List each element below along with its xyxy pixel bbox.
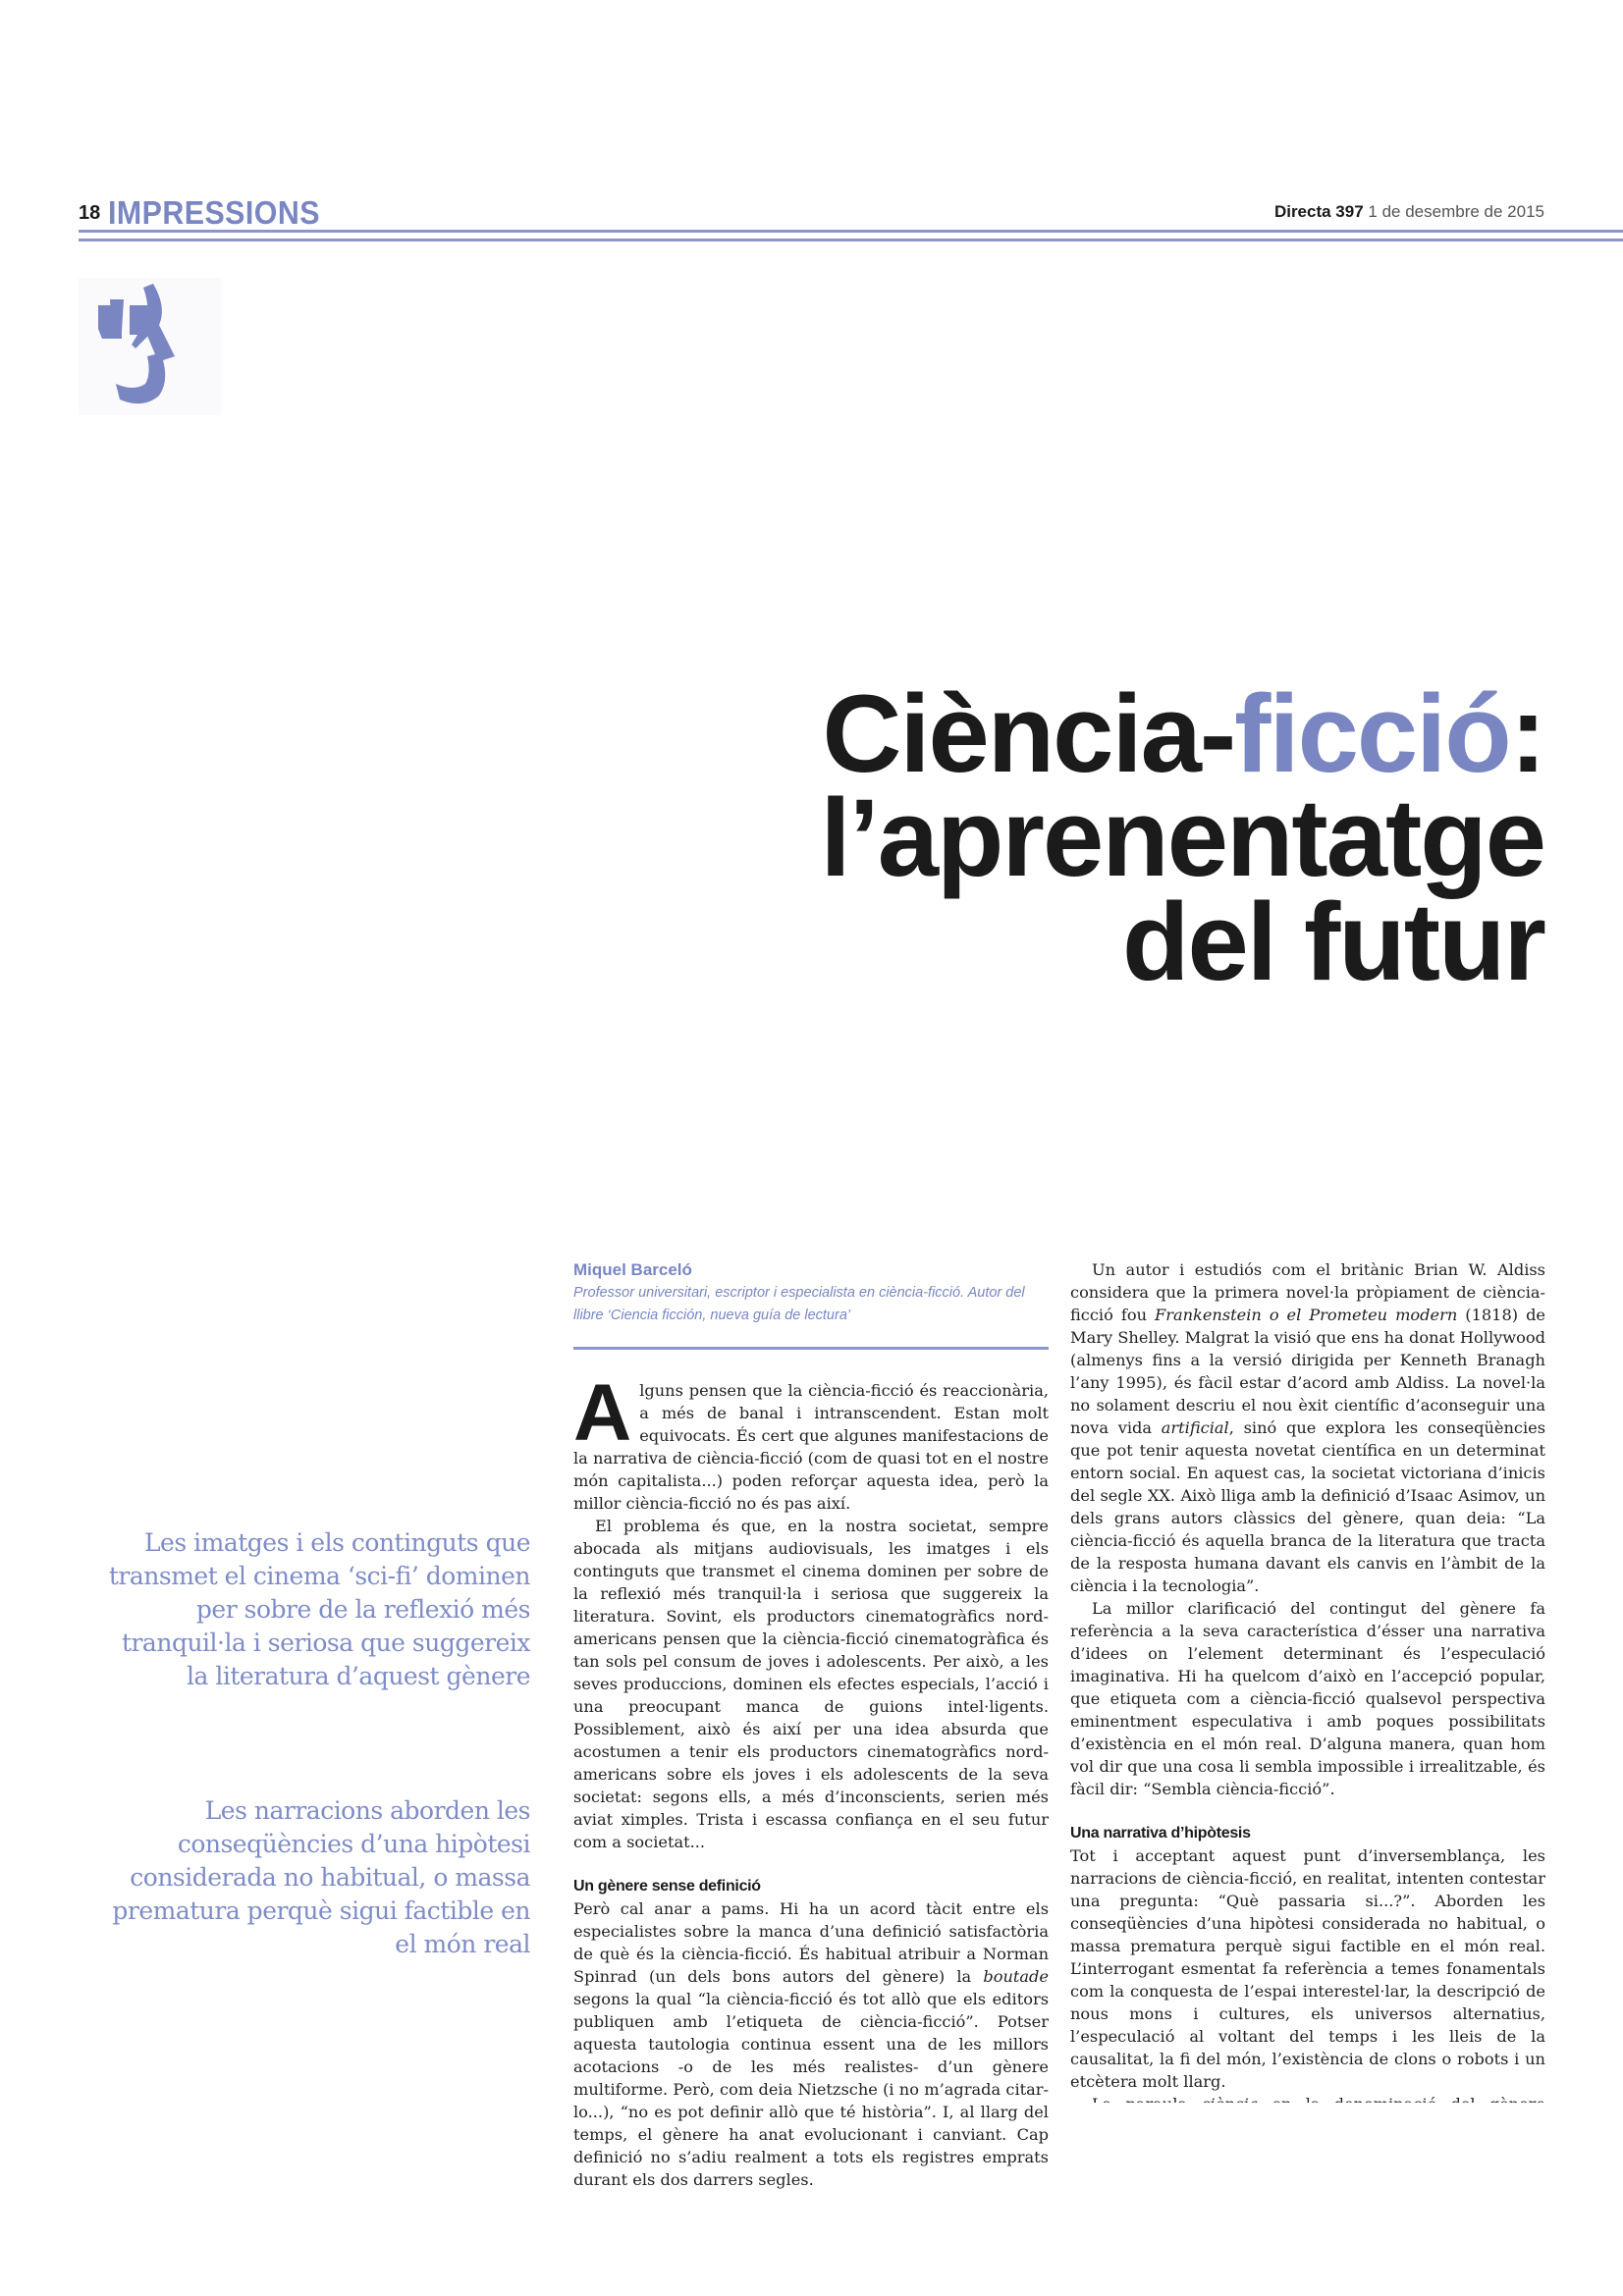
publication-name: Directa 397 [1273,202,1364,221]
article-column-2: Un autor i estudiós com el britànic Bria… [1070,1258,1545,2103]
article-column-1: Miquel Barceló Professor universitari, e… [573,1258,1049,2191]
author-name: Miquel Barceló [573,1260,692,1279]
pull-quote: Les narracions aborden les conseqüències… [112,1796,530,1958]
paragraph-text: (1818) de Mary Shelley. Malgrat la visió… [1070,1306,1545,1437]
paragraph-text: , sinó que explora les conseqüències que… [1070,1418,1545,1595]
headline-line-2: l’aprenentatge [820,776,1546,899]
page-number: 18 [79,202,101,224]
paragraph: La millor clarificació del contingut del… [1070,1599,1545,1798]
headline-part: : [1509,672,1546,795]
paragraph: Tot i acceptant aquest punt d’inversembl… [1070,1846,1545,2091]
emphasis: ciència [1201,2095,1258,2103]
paragraph: Però cal anar a pams. Hi ha un acord tàc… [573,1897,1049,2191]
header-rule [79,230,1623,233]
issue-date: 1 de desembre de 2015 [1368,202,1544,221]
headline-line-3: del futur [1122,881,1546,1003]
paragraph-text: segons la qual “la ciència-ficció és tot… [573,1990,1049,2189]
paragraph: Un autor i estudiós com el britànic Bria… [1070,1258,1545,1597]
paragraph-text: lguns pensen que la ciència-ficció és re… [573,1381,1049,1513]
issue-info: Directa 397 1 de desembre de 2015 [1274,202,1544,222]
headline-line-1: Ciència-ficció: [820,679,1546,789]
paragraph-text: Però cal anar a pams. Hi ha un acord tàc… [573,1899,1049,1986]
headline-accent: ficció [1234,672,1512,795]
emphasis: Frankenstein o el Prometeu modern [1154,1306,1458,1324]
paragraph-text: Un autor i estudiós com el britànic Bria… [1070,1260,1545,1324]
paragraph-text: La paraula [1092,2095,1201,2103]
section-title: IMPRESSIONS [108,194,320,231]
pull-quote: Les imatges i els continguts que transme… [108,1528,531,1690]
subheading: Una narrativa d’hipòtesis [1070,1825,1251,1842]
emphasis: artificial [1161,1418,1229,1437]
header-rule [79,239,1623,241]
headline-part: Ciència- [822,672,1236,795]
author-bio: Professor universitari, escriptor i espe… [573,1285,1025,1323]
subheading: Un gènere sense definició [573,1878,761,1895]
emphasis: boutade [983,1967,1049,1986]
paragraph: El problema és que, en la nostra societa… [573,1517,1049,1851]
paragraph-text: en la denominació del gènere reflecteix … [1070,2095,1545,2103]
article-headline: Ciència-ficció: l’aprenentatge del futur [820,679,1546,1003]
paragraph: La paraula ciència en la denominació del… [1070,2093,1545,2103]
drop-cap: A [573,1368,632,1458]
byline-rule [573,1347,1049,1350]
quote-head-icon [79,278,221,415]
page-header: 18 IMPRESSIONS Directa 397 1 de desembre… [79,194,1623,234]
